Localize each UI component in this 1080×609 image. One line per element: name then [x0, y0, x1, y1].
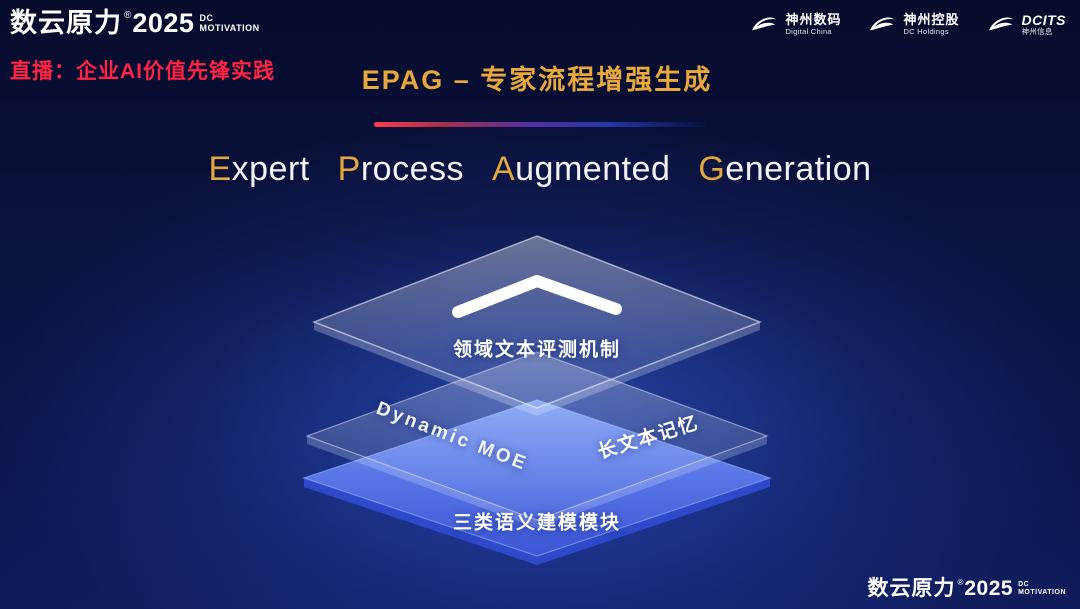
live-label: 直播：企业AI价值先锋实践	[10, 60, 275, 83]
layer-bottom-blue	[302, 399, 772, 565]
logo-digital-china: 神州数码 Digital China	[749, 11, 842, 37]
title-word: Generation	[698, 150, 872, 188]
layer-label-dynamic-moe: Dynamic MOE	[373, 397, 531, 476]
chevron-up-icon	[452, 275, 622, 318]
logo-dc-holdings: 神州控股 DC Holdings	[867, 11, 960, 37]
layer-top-glass	[311, 235, 763, 416]
logo-name: 神州数码	[785, 11, 842, 27]
brand-dc-label: DC	[199, 13, 214, 23]
logo-subname: 神州信息	[1021, 27, 1053, 37]
dcits-swoosh-icon	[988, 17, 1013, 31]
digital-china-swoosh-icon	[752, 17, 777, 31]
registered-mark: ®	[957, 578, 964, 587]
brand-subtitle: DC MOTIVATION	[199, 13, 259, 34]
stack-glow	[187, 240, 887, 609]
brand-motivation-label: MOTIVATION	[199, 23, 260, 34]
layer-label-long-text-memory: 长文本记忆	[595, 412, 702, 464]
title-word: Process	[337, 150, 464, 188]
logo-name: 神州控股	[903, 11, 960, 27]
slide-title-cn: EPAG – 专家流程增强生成	[361, 65, 713, 95]
logo-subname: DC Holdings	[903, 26, 949, 36]
dc-holdings-swoosh-icon	[870, 17, 895, 31]
title-word: Expert	[208, 150, 310, 188]
brand-name: 数云原力	[867, 577, 956, 600]
corporate-logos: 神州数码 Digital China 神州控股 DC Holdings DCIT…	[749, 12, 1066, 37]
brand-motivation-label: MOTIVATION	[1018, 589, 1066, 597]
logo-name: DCITS	[1021, 12, 1066, 28]
slide-title-en: Expert Process Augmented Generation	[0, 150, 1080, 189]
logo-subname: Digital China	[785, 26, 832, 36]
layer-middle-glass	[305, 351, 769, 528]
gradient-divider	[374, 122, 706, 127]
brand-year: 2025	[964, 577, 1014, 600]
brand-dc-label: DC	[1018, 581, 1030, 588]
registered-mark: ®	[124, 10, 132, 21]
logo-dcits: DCITS 神州信息	[986, 12, 1067, 37]
brand-logo-bottom-right: 数云原力 ® 2025 DC MOTIVATION	[867, 578, 1066, 599]
brand-year: 2025	[132, 8, 195, 38]
layer-label-evaluation: 领域文本评测机制	[452, 339, 622, 361]
brand-subtitle: DC MOTIVATION	[1018, 581, 1066, 597]
layer-label-semantic-modules: 三类语义建模模块	[452, 512, 622, 534]
title-word: Augmented	[491, 150, 671, 188]
brand-logo-top-left: 数云原力 ® 2025 DC MOTIVATION	[10, 10, 260, 37]
brand-name: 数云原力	[10, 8, 122, 38]
